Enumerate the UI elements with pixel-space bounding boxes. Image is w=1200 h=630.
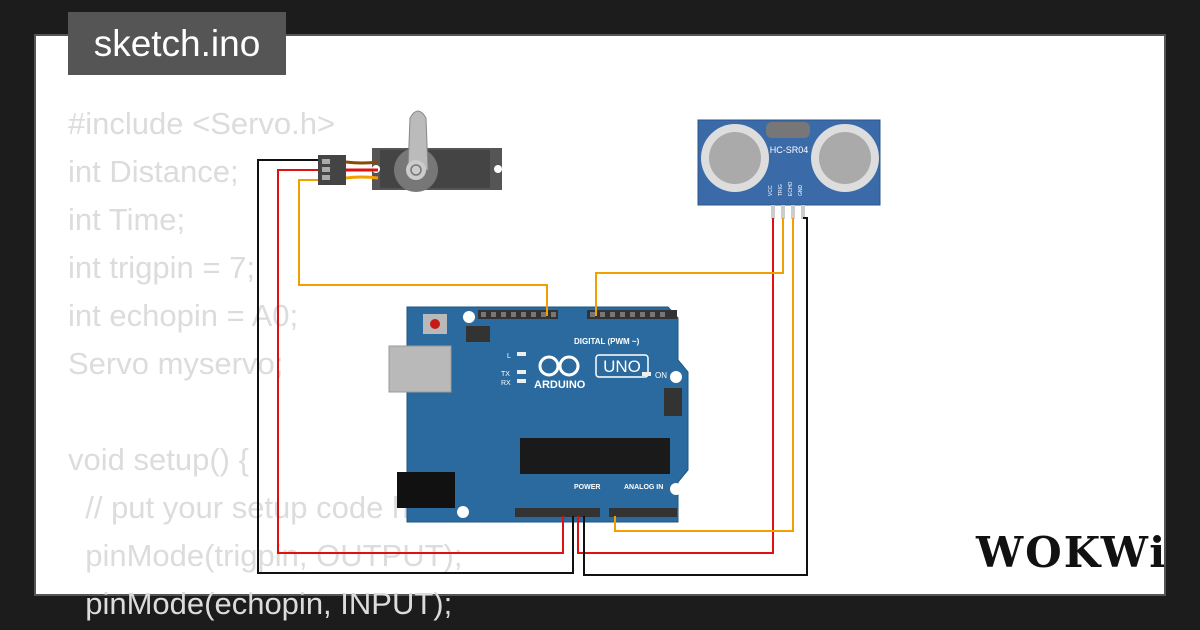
code-line: void setup() { [68, 442, 249, 477]
l-led-label: L [507, 353, 511, 360]
code-line: int Distance; [68, 154, 239, 189]
digital-header [478, 310, 558, 319]
rx-led-label: RX [501, 380, 511, 387]
sensor-pin-label: VCC [768, 185, 774, 196]
tx-led-label: TX [501, 371, 510, 378]
code-line: #include <Servo.h> [68, 106, 336, 141]
servo-motor[interactable] [318, 110, 502, 192]
arduino-board[interactable]: UNO ARDUINO DIGITAL (PWM ~) POWER ANALOG… [388, 306, 689, 523]
board-brand-label: ARDUINO [534, 379, 586, 391]
analog-header [609, 508, 677, 517]
code-line: int trigpin = 7; [68, 250, 255, 285]
arduino-logo-icon [538, 355, 580, 377]
code-line: int Time; [68, 202, 186, 237]
wokwi-logo: WOKWi [976, 528, 1168, 577]
code-line: pinMode(echopin, INPUT); [68, 586, 453, 621]
analog-label: ANALOG IN [624, 484, 663, 491]
code-line: int echopin = A0; [68, 298, 299, 333]
sensor-model-label: HC-SR04 [770, 145, 809, 155]
code-line: pinMode(trigpin, OUTPUT); [68, 538, 463, 573]
microcontroller-chip [520, 438, 670, 474]
file-tab[interactable]: sketch.ino [68, 12, 286, 75]
wires [257, 159, 808, 576]
code-line: Servo myservo; [68, 346, 284, 381]
power-label: POWER [574, 484, 600, 491]
sensor-pin-label: GND [798, 185, 804, 197]
code-background: #include <Servo.h> int Distance; int Time;… [68, 100, 635, 628]
sensor-pin-label: TRIG [778, 184, 784, 196]
power-jack [397, 472, 455, 508]
on-led-label: ON [655, 371, 667, 380]
sensor-pin-label: ECHO [788, 181, 794, 196]
usb-port [388, 345, 452, 393]
digital-label: DIGITAL (PWM ~) [574, 337, 640, 346]
power-header [515, 508, 600, 517]
ultrasonic-sensor[interactable]: HC-SR04 VCC TRIG ECHO GND [697, 119, 881, 219]
board-model-label: UNO [603, 357, 641, 376]
